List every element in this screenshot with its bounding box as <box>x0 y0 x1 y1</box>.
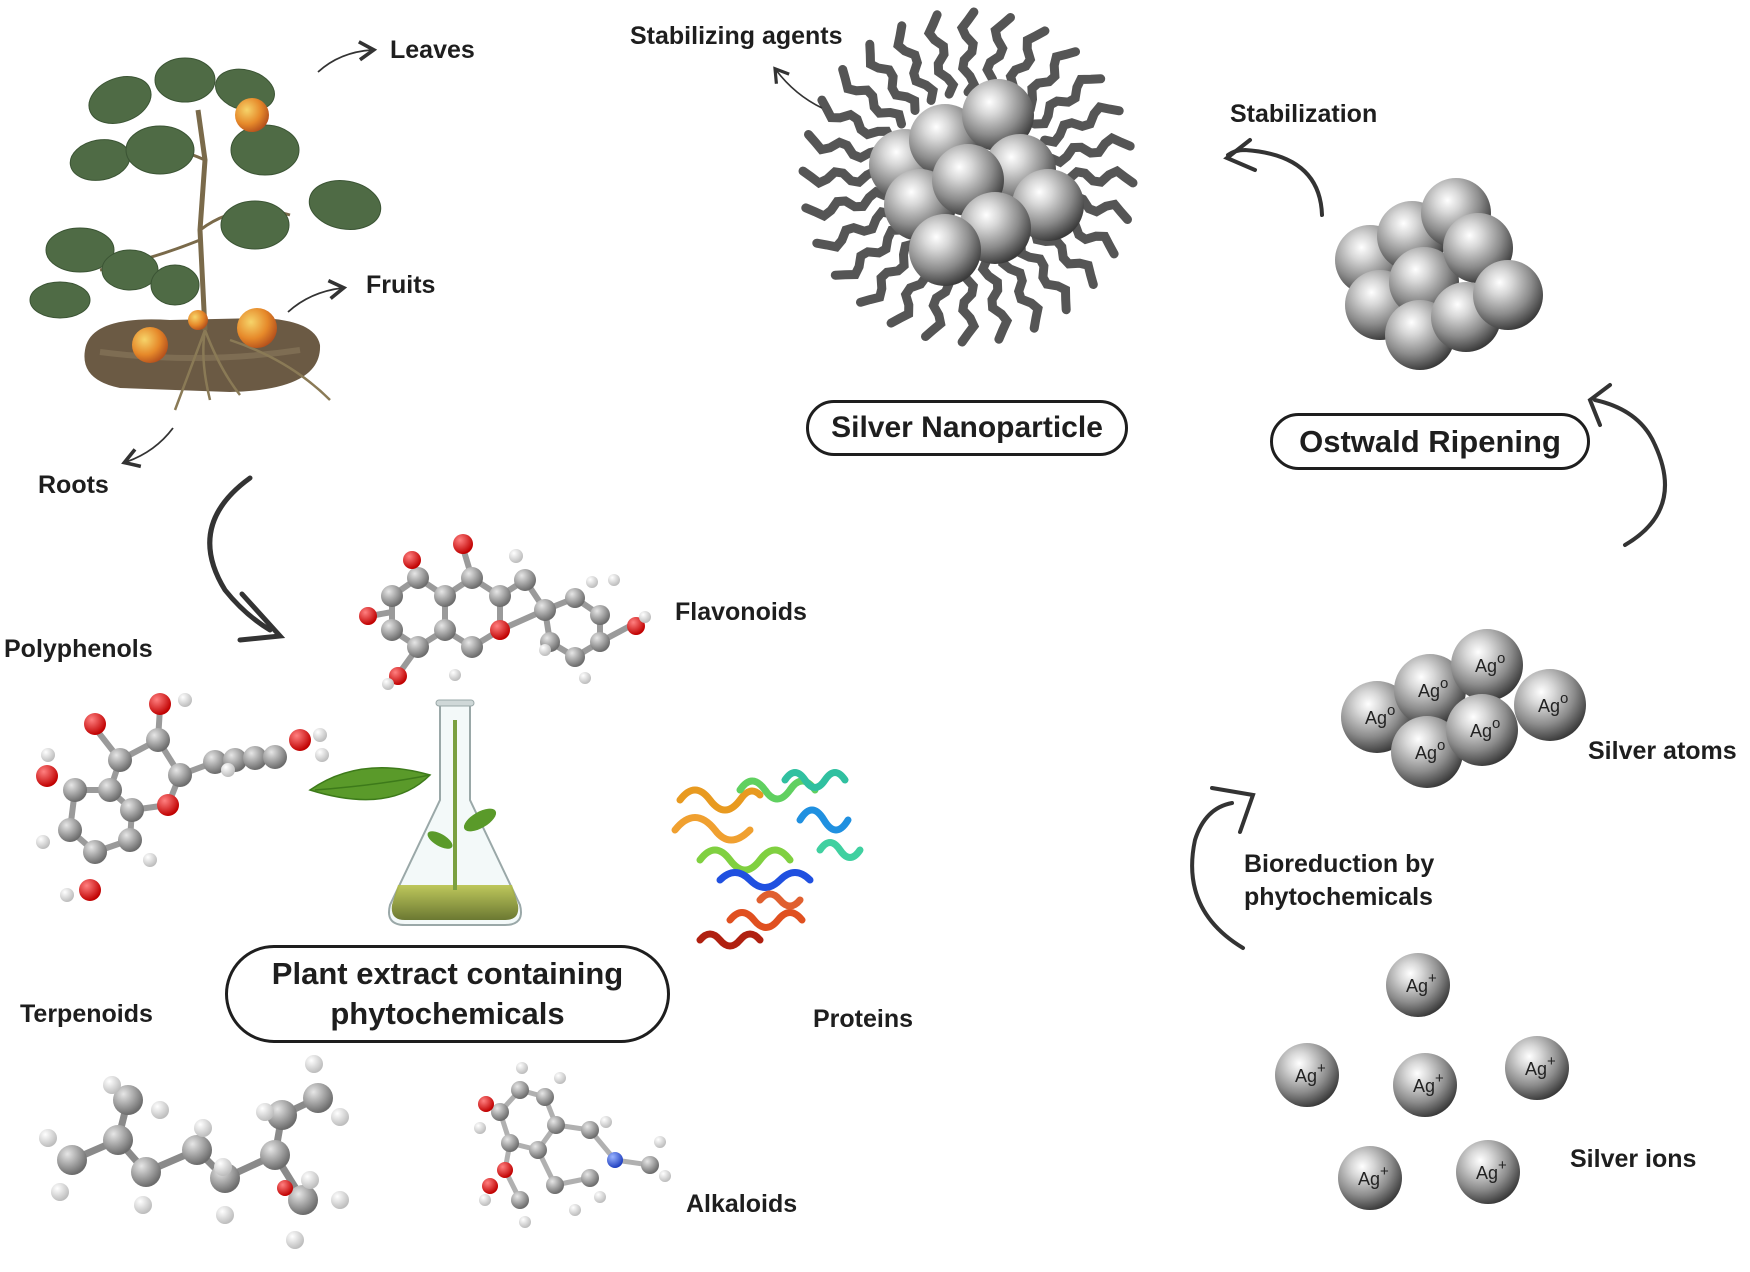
silver-atom: Ago <box>1341 681 1413 753</box>
ligand-chain <box>1046 132 1135 168</box>
label-terpenoids: Terpenoids <box>20 1000 153 1028</box>
plant-illustration <box>29 57 382 411</box>
silver-sphere <box>1391 716 1463 788</box>
silver-ions: Ag+ Ag+ Ag+ Ag+ Ag+ Ag+ <box>1275 953 1569 1210</box>
silver-sphere <box>1275 1043 1339 1107</box>
label-polyphenols: Polyphenols <box>4 635 153 663</box>
fruit <box>188 310 208 330</box>
silver-sphere <box>1456 1140 1520 1204</box>
leaves-arrow <box>317 40 378 73</box>
ripening-arrow <box>1587 383 1667 547</box>
ligand-chain <box>801 186 890 222</box>
ligand-chain <box>1016 239 1071 315</box>
silver-ion: Ag+ <box>1456 1140 1520 1204</box>
stabilization-arrow <box>1223 138 1324 217</box>
nanoparticle-sphere <box>909 214 981 286</box>
ligand-chain <box>923 10 959 99</box>
nanoparticle-core <box>869 79 1084 286</box>
ligand-chain <box>977 255 1013 344</box>
ostwald-cluster <box>1335 178 1543 370</box>
ligand-chain <box>830 225 906 280</box>
silver-ion: Ag+ <box>1338 1146 1402 1210</box>
roots-arrow <box>121 427 174 469</box>
label-stabilization: Stabilization <box>1230 100 1378 128</box>
plant-extract-title-line2: phytochemicals <box>330 996 565 1031</box>
ostwald-ripening-title: Ostwald Ripening <box>1270 413 1590 470</box>
polyphenol-molecule <box>36 693 329 902</box>
ligand-chain <box>856 239 920 307</box>
roots <box>173 329 331 411</box>
fruit <box>132 327 168 363</box>
label-proteins: Proteins <box>813 1005 914 1033</box>
silver-ion: Ag+ <box>1393 1053 1457 1117</box>
ligand-chain <box>1016 47 1080 115</box>
plant-extract-title: Plant extract containing phytochemicals <box>225 945 670 1043</box>
silver-sphere <box>1341 681 1413 753</box>
fruit <box>237 308 277 348</box>
silver-sphere <box>1338 1146 1402 1210</box>
bioreduction-arrow <box>1190 786 1256 950</box>
silver-sphere <box>1514 669 1586 741</box>
ostwald-sphere <box>1473 260 1543 330</box>
ligand-chain <box>956 7 980 97</box>
silver-sphere <box>1393 1053 1457 1117</box>
leaves <box>29 57 382 319</box>
label-flavonoids: Flavonoids <box>675 598 807 626</box>
stabilizing-agents-arrow <box>773 66 823 109</box>
plant-extract-title-line1: Plant extract containing <box>271 955 624 991</box>
plant-stem <box>195 109 208 331</box>
silver-ion: Ag+ <box>1275 1043 1339 1107</box>
flask-with-plant-extract <box>308 699 522 926</box>
ligand-chain <box>998 249 1043 333</box>
terpenoid-molecule <box>39 1055 349 1249</box>
label-silver-ions: Silver ions <box>1570 1145 1697 1173</box>
bioreduction-line1: Bioreduction by <box>1244 850 1435 878</box>
silver-sphere <box>1451 629 1523 701</box>
silver-atom: Ago <box>1514 669 1586 741</box>
silver-atom: Ago <box>1446 694 1518 766</box>
ligand-chain <box>1030 225 1098 289</box>
silver-sphere <box>1386 953 1450 1017</box>
ligand-chain <box>1030 74 1106 129</box>
nanoparticle-sphere <box>962 79 1034 151</box>
ligand-chain <box>865 39 920 115</box>
silver-sphere <box>1446 694 1518 766</box>
ligand-chain <box>1040 102 1124 147</box>
label-leaves: Leaves <box>390 36 475 64</box>
label-alkaloids: Alkaloids <box>686 1190 798 1218</box>
ligand-chain <box>838 65 906 129</box>
plant-to-extract-arrow <box>207 475 286 643</box>
alkaloid-molecule <box>474 1062 671 1228</box>
ligand-chain <box>893 21 938 105</box>
label-roots: Roots <box>38 471 109 499</box>
silver-sphere <box>962 79 1034 151</box>
label-stabilizing-agents: Stabilizing agents <box>630 22 843 50</box>
flavonoid-molecule <box>359 534 651 690</box>
silver-atom: Ago <box>1394 654 1466 726</box>
silver-ion: Ag+ <box>1505 1036 1569 1100</box>
label-fruits: Fruits <box>366 271 436 299</box>
leaf <box>308 767 432 801</box>
ligand-chain <box>798 165 888 189</box>
fruit <box>235 98 269 132</box>
ligand-chain <box>817 95 896 145</box>
fruits-arrow <box>287 279 348 313</box>
silver-nanoparticle-title: Silver Nanoparticle <box>806 400 1128 456</box>
silver-nanoparticle-graphic <box>798 7 1138 347</box>
silver-sphere <box>909 214 981 286</box>
silver-sphere <box>1505 1036 1569 1100</box>
silver-atom: Ago <box>1451 629 1523 701</box>
label-bioreduction: Bioreduction by phytochemicals <box>1244 848 1434 913</box>
bioreduction-line2: phytochemicals <box>1244 882 1433 911</box>
label-silver-atoms: Silver atoms <box>1588 737 1737 765</box>
silver-sphere <box>1394 654 1466 726</box>
silver-atom: Ago <box>1391 716 1463 788</box>
silver-ion: Ag+ <box>1386 953 1450 1017</box>
protein-structure <box>671 769 864 950</box>
ligand-chain <box>812 207 896 252</box>
silver-sphere <box>1473 260 1543 330</box>
